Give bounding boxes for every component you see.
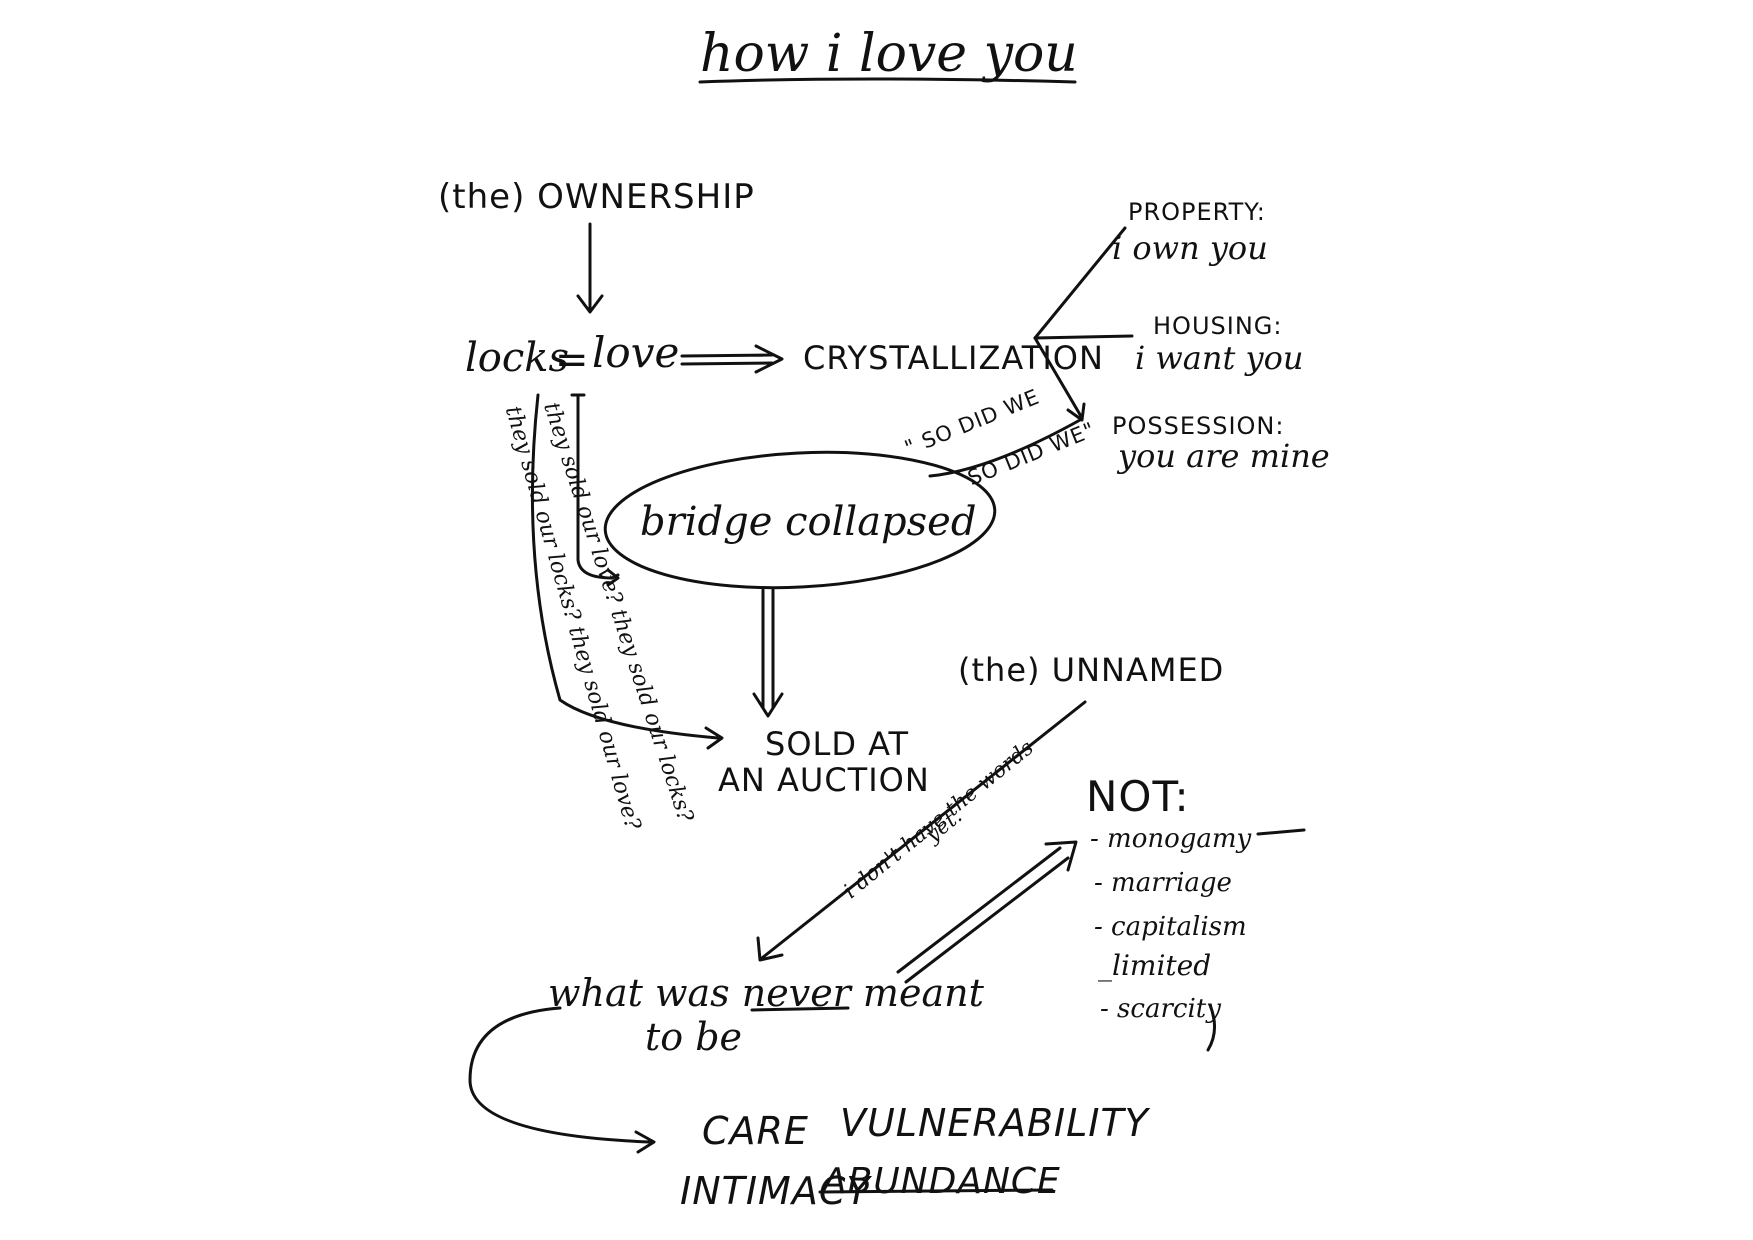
locks-label: locks	[465, 335, 570, 381]
sold-at-auction-line-1: SOLD AT	[765, 725, 910, 763]
property-text: i own you	[1112, 229, 1268, 267]
unnamed-label: (the) UNNAMED	[958, 651, 1225, 689]
not-item-monogamy: - monogamy	[1090, 824, 1252, 854]
not-item-limited: _limited	[1098, 949, 1212, 982]
not-heading: NOT:	[1086, 772, 1190, 821]
ownership-label: (the) OWNERSHIP	[438, 177, 755, 217]
crystallization-label: CRYSTALLIZATION	[803, 339, 1104, 377]
never-meant-line-2: to be	[645, 1015, 743, 1059]
fork-to-property	[1033, 226, 1127, 340]
housing-text: i want you	[1135, 339, 1304, 377]
unnamed-diagonal-arrow	[756, 700, 1087, 962]
vulnerability-label: VULNERABILITY	[840, 1101, 1149, 1145]
fork-to-housing	[1033, 334, 1134, 340]
love-label: love	[592, 328, 680, 377]
not-item-capitalism: - capitalism	[1094, 912, 1247, 942]
locks-to-bridge-arrow	[570, 393, 620, 587]
title-underline	[698, 77, 1077, 84]
never-meant-line-1: what was never meant	[548, 971, 984, 1015]
not-list-tail	[1206, 828, 1306, 1052]
possession-text: you are mine	[1118, 437, 1330, 475]
bridge-ellipse	[603, 450, 997, 590]
never-to-care-curve	[468, 1006, 656, 1154]
care-label: CARE	[702, 1109, 809, 1153]
locks-to-sold-curve	[530, 393, 724, 750]
possession-heading: POSSESSION:	[1112, 412, 1285, 440]
never-to-not-double-arrow	[896, 840, 1078, 984]
abundance-strike	[818, 1188, 1054, 1194]
never-underline	[750, 1006, 850, 1012]
housing-heading: HOUSING:	[1153, 312, 1283, 340]
love-to-crystallization-arrow	[680, 344, 784, 374]
bridge-to-sold-arrow	[752, 588, 784, 718]
equals-sign: =	[555, 337, 589, 383]
sold-at-auction-line-2: AN AUCTION	[718, 761, 930, 799]
intimacy-label: INTIMACY	[680, 1169, 871, 1213]
fork-to-possession	[1033, 336, 1086, 422]
not-item-scarcity: - scarcity	[1100, 994, 1221, 1024]
property-heading: PROPERTY:	[1128, 198, 1266, 226]
ownership-down-arrow	[576, 222, 604, 314]
bridge-collapsed-label: bridge collapsed	[640, 499, 977, 545]
not-item-marriage: - marriage	[1094, 868, 1232, 898]
abundance-label: ABUNDANCE	[822, 1161, 1061, 1202]
page-title: how i love you	[700, 24, 1078, 84]
so-did-we-pointer	[928, 418, 1082, 478]
